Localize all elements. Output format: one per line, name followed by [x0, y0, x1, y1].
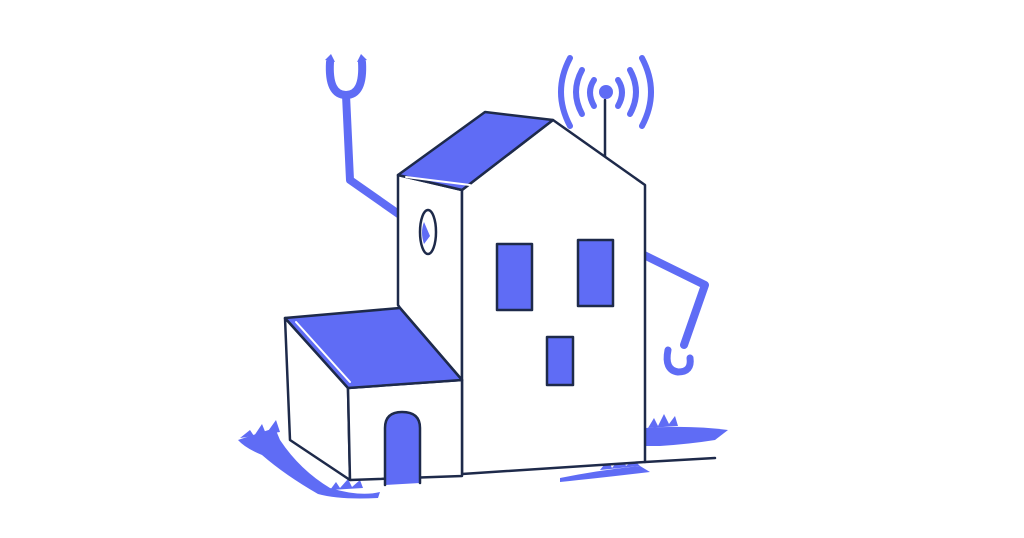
main-house [396, 110, 647, 476]
grass-left [238, 420, 380, 499]
signal-waves-icon [558, 55, 654, 129]
main-front-wall [460, 118, 647, 476]
ground-line [643, 456, 717, 464]
annex [283, 306, 464, 487]
annex-roof [283, 306, 464, 390]
door [383, 410, 422, 487]
antenna [558, 55, 654, 162]
grass-right [560, 414, 728, 482]
window-right [576, 238, 615, 308]
window-left [495, 242, 534, 312]
main-roof [396, 110, 555, 192]
right-arm [640, 251, 709, 376]
window-small [545, 335, 575, 387]
